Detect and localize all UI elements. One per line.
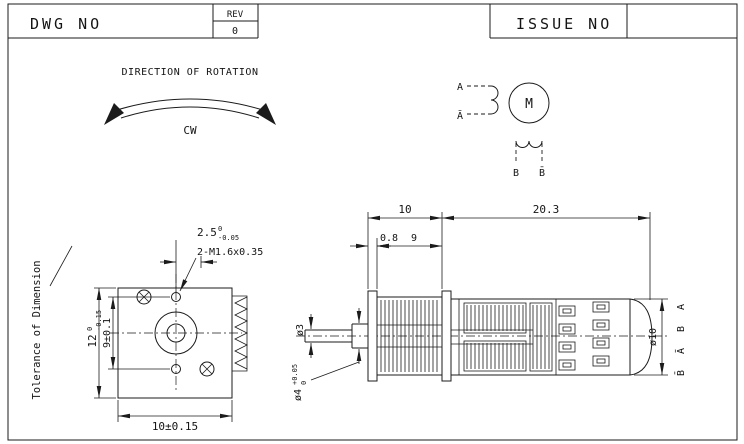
stator-coil-top (463, 302, 527, 334)
dim-bearing-dia-value: ø4 (293, 389, 304, 401)
gearbox-rear-plate (441, 290, 452, 382)
dim-body-dia: ø10 (634, 298, 668, 376)
terminal-label-4: B̄ (674, 370, 687, 376)
coil-a-icon (490, 85, 499, 115)
dim-height-value: 12 (86, 334, 99, 347)
dim-height-tol-upper: 0 (86, 327, 94, 331)
tapped-hole (171, 292, 181, 302)
output-shaft (304, 329, 352, 343)
rev-value: 0 (232, 26, 238, 37)
stator-coil-bottom (463, 340, 527, 372)
dim-case: 9 (377, 233, 442, 249)
thread-note: 2-M1.6x0.35 (197, 247, 263, 258)
tolerance-note-group: Tolerance of Dimension (31, 245, 73, 400)
dim-pinion-value: 2.5 (197, 226, 217, 239)
dim-gearbox-length-value: 10 (398, 203, 411, 216)
dim-hole-span-value: 9±0.1 (102, 318, 113, 348)
dwg-no-label: DWG NO (30, 15, 102, 33)
motor-symbol: M (525, 97, 533, 112)
tapped-hole (171, 364, 181, 374)
bearing-collar (351, 323, 368, 349)
dim-pinion: 2.5 0 -0.05 (160, 225, 239, 292)
dim-motor-length-value: 20.3 (533, 203, 560, 216)
serration-detail (232, 295, 248, 372)
shaft-hole (166, 323, 186, 343)
rev-label: REV (227, 10, 244, 20)
dim-hole-span: 9±0.1 (102, 296, 170, 370)
magnet-stack (529, 302, 553, 372)
title-block: DWG NO REV 0 (8, 4, 259, 39)
thread-note-group: 2-M1.6x0.35 (179, 247, 263, 292)
dim-shaft-dia-value: ø3 (295, 324, 306, 336)
terminal-label-3: Ā (674, 348, 687, 354)
dim-gearbox-length: 10 (367, 203, 443, 289)
terminal-labels: A B Ā B̄ (674, 304, 687, 376)
side-view: ø3 ø4 +0.05 0 (291, 203, 687, 401)
front-view: 2.5 0 -0.05 2-M1.6x0.35 12 0 -0.15 (31, 225, 263, 433)
motor-end-cap (629, 298, 653, 376)
dim-height: 12 0 -0.15 (86, 287, 116, 399)
phase-b-label: B (513, 168, 519, 179)
dim-bearing-tol-lower: 0 (300, 381, 308, 385)
dim-motor-length: 20.3 (442, 203, 651, 300)
dim-plate: 0.8 (350, 233, 398, 289)
terminal-label-1: A (676, 304, 687, 310)
dim-case-value: 9 (411, 233, 417, 244)
dim-body-dia-value: ø10 (648, 328, 659, 346)
issue-block: ISSUE NO (489, 4, 737, 39)
dim-height-tol-lower: -0.15 (95, 310, 103, 331)
rotation-note: DIRECTION OF ROTATION CW (104, 67, 276, 137)
screw-hole-icon (199, 361, 215, 377)
dim-bearing-tol-upper: +0.05 (291, 364, 299, 385)
bearing-boss (154, 311, 198, 355)
tolerance-note: Tolerance of Dimension (31, 260, 43, 399)
gearbox-front-plate (367, 290, 378, 382)
issue-no-label: ISSUE NO (516, 15, 612, 33)
dim-pinion-tol-upper: 0 (218, 225, 222, 233)
phase-a-label: A (457, 82, 463, 93)
gearbox-face-outline (117, 287, 233, 399)
terminal-label-2: B (676, 326, 687, 332)
rotation-direction: CW (183, 124, 197, 137)
phase-a-return-label: Ā (457, 109, 463, 122)
sheet-border (7, 3, 738, 441)
dim-pinion-tol-lower: -0.05 (218, 234, 239, 242)
motor-schematic: A Ā M B B̄ (457, 82, 550, 179)
motor-circle-icon (508, 82, 550, 124)
dim-width: 10±0.15 (117, 400, 233, 433)
terminal-pins (558, 301, 610, 371)
dim-shaft-dia: ø3 (295, 314, 314, 358)
dim-plate-value: 0.8 (380, 233, 398, 244)
phase-b-return-label: B̄ (539, 166, 545, 179)
rotation-arc-arrow-icon (104, 98, 276, 125)
dim-bearing-dia: ø4 +0.05 0 (291, 308, 362, 401)
coil-b-icon (515, 140, 543, 148)
motor-body (450, 298, 653, 376)
rotation-title: DIRECTION OF ROTATION (122, 67, 259, 78)
dim-width-value: 10±0.15 (152, 420, 198, 433)
